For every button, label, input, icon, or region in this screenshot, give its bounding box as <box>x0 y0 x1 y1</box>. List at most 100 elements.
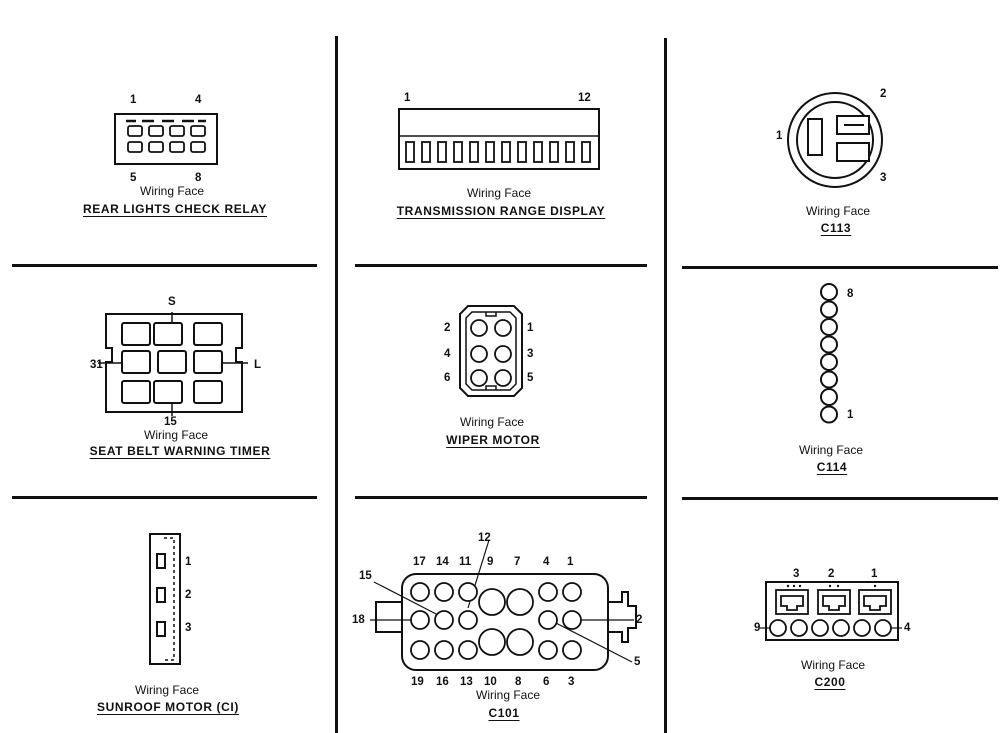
panel-title: TRANSMISSION RANGE DISPLAY <box>396 204 606 218</box>
transmission-range-connector <box>398 108 600 170</box>
pin-label-1: 1 <box>871 568 878 580</box>
terminal-slot <box>437 141 447 163</box>
wiring-face-label: Wiring Face <box>475 688 541 702</box>
pin-label-6: 6 <box>444 372 451 384</box>
pin-callout-18: 18 <box>352 614 365 626</box>
pin-label-1: 1 <box>130 94 137 106</box>
terminal-slot <box>453 141 463 163</box>
pin-label-9: 9 <box>754 622 761 634</box>
pin-label-s: S <box>168 296 176 308</box>
wiring-face-label: Wiring Face <box>134 683 200 697</box>
pin-label-15: 15 <box>164 416 177 428</box>
pin-label-4: 4 <box>444 348 451 360</box>
pin-label-5: 5 <box>130 172 137 184</box>
terminal-slot <box>469 141 479 163</box>
pin-label-3: 3 <box>793 568 800 580</box>
divider-h-row1-col1 <box>12 264 317 267</box>
pin-label: 13 <box>460 676 473 688</box>
pin-label-1: 1 <box>776 130 783 142</box>
panel-title: C200 <box>814 675 846 689</box>
pin-label-3: 3 <box>185 622 192 634</box>
pin-cavity <box>820 283 838 301</box>
divider-vertical-left <box>335 36 338 733</box>
pin-label-3: 3 <box>880 172 887 184</box>
pin-label: 14 <box>436 556 449 568</box>
pin-callout-5: 5 <box>634 656 641 668</box>
terminal-slot <box>549 141 559 163</box>
terminal-slot <box>501 141 511 163</box>
pin-cavity <box>820 388 838 406</box>
divider-h-row1-col2 <box>355 264 647 267</box>
c114-inline-connector <box>820 283 838 424</box>
pin-label-8: 8 <box>847 288 854 300</box>
seat-belt-timer-connector <box>98 312 248 416</box>
c113-round-connector <box>787 92 883 188</box>
terminal-slot <box>421 141 431 163</box>
wiring-face-label: Wiring Face <box>798 443 864 457</box>
pin-cavity <box>820 370 838 389</box>
pin-label-1: 1 <box>185 556 192 568</box>
wiper-motor-connector <box>459 305 523 397</box>
pin-label-31: 31 <box>90 359 103 371</box>
c101-connector <box>370 539 637 671</box>
c200-connector <box>760 581 902 641</box>
pin-cavity <box>820 335 838 354</box>
pin-callout-2: 2 <box>636 614 643 626</box>
pin-label: 19 <box>411 676 424 688</box>
pin-label-2: 2 <box>880 88 887 100</box>
pin-cavity <box>820 353 838 371</box>
pin-label: 16 <box>436 676 449 688</box>
pin-label: 9 <box>487 556 494 568</box>
pin-callout-12: 12 <box>478 532 491 544</box>
terminal-slot <box>485 141 495 163</box>
pin-label: 4 <box>543 556 550 568</box>
pin-callout-15: 15 <box>359 570 372 582</box>
rear-lights-relay-connector <box>114 113 218 165</box>
panel-title: WIPER MOTOR <box>446 433 540 447</box>
divider-h-row2-col3 <box>682 497 998 500</box>
divider-vertical-right <box>664 38 667 733</box>
wiring-face-label: Wiring Face <box>139 184 205 198</box>
terminal-slot <box>517 141 527 163</box>
pin-label-4: 4 <box>904 622 911 634</box>
terminal-slot <box>533 141 543 163</box>
terminal-slot <box>581 141 591 163</box>
pin-label-1: 1 <box>404 92 411 104</box>
pin-label-4: 4 <box>195 94 202 106</box>
pin-label-2: 2 <box>444 322 451 334</box>
divider-h-row2-col2 <box>355 496 647 499</box>
pin-label: 3 <box>568 676 575 688</box>
panel-title: SEAT BELT WARNING TIMER <box>89 444 271 458</box>
pin-label-2: 2 <box>828 568 835 580</box>
pin-label: 11 <box>459 556 472 568</box>
panel-title: REAR LIGHTS CHECK RELAY <box>82 202 268 216</box>
pin-label-l: L <box>254 359 262 371</box>
pin-label: 8 <box>515 676 522 688</box>
wiring-face-label: Wiring Face <box>805 204 871 218</box>
pin-label-2: 2 <box>185 589 192 601</box>
pin-label-12: 12 <box>578 92 591 104</box>
pin-label-1: 1 <box>527 322 534 334</box>
panel-title: C114 <box>816 460 848 474</box>
wiring-face-label: Wiring Face <box>800 658 866 672</box>
panel-title: SUNROOF MOTOR (CI) <box>97 700 239 714</box>
wiring-face-label: Wiring Face <box>143 428 209 442</box>
divider-h-row1-col3 <box>682 266 998 269</box>
pin-label-5: 5 <box>527 372 534 384</box>
panel-title: C113 <box>820 221 852 235</box>
wiring-face-label: Wiring Face <box>466 186 532 200</box>
pin-cavity <box>820 405 838 424</box>
pin-label: 7 <box>514 556 521 568</box>
terminal-slot <box>565 141 575 163</box>
pin-label: 17 <box>413 556 426 568</box>
divider-h-row2-col1 <box>12 496 317 499</box>
pin-label-8: 8 <box>195 172 202 184</box>
pin-cavity <box>820 300 838 319</box>
panel-title: C101 <box>488 706 520 720</box>
sunroof-motor-connector <box>149 533 181 665</box>
pin-label-1: 1 <box>847 409 854 421</box>
pin-label: 6 <box>543 676 550 688</box>
pin-label: 10 <box>484 676 497 688</box>
pin-cavity <box>820 318 838 336</box>
pin-label: 1 <box>567 556 574 568</box>
